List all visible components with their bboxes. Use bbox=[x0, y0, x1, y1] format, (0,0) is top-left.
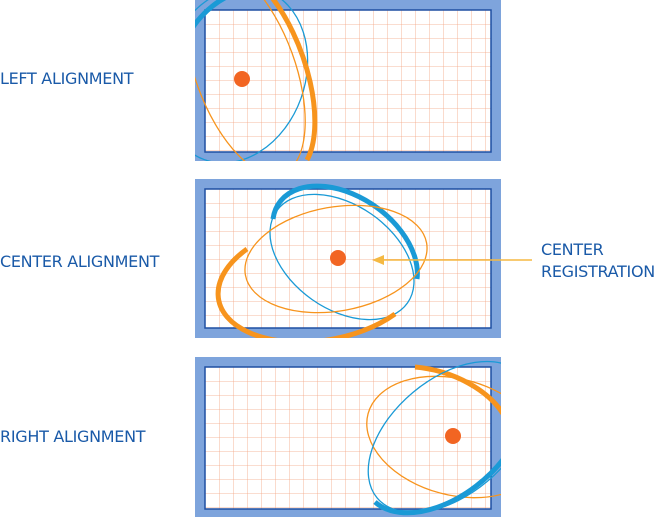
left-alignment-diagram bbox=[195, 0, 501, 161]
grid bbox=[205, 10, 491, 152]
grid bbox=[205, 367, 491, 509]
center-dot bbox=[234, 71, 250, 87]
orange-ellipse bbox=[195, 0, 306, 161]
blue-ellipse bbox=[367, 360, 501, 514]
orange-ellipse bbox=[366, 375, 501, 499]
orange-ellipse bbox=[244, 204, 428, 314]
right-alignment-panel bbox=[195, 357, 501, 517]
left-alignment-panel bbox=[195, 0, 501, 161]
center-alignment-label: CENTER ALIGNMENT bbox=[0, 252, 160, 271]
center-registration-label-line1: CENTER bbox=[541, 240, 604, 259]
grid bbox=[205, 189, 491, 328]
center-alignment-diagram bbox=[195, 179, 501, 338]
left-alignment-label: LEFT ALIGNMENT bbox=[0, 69, 134, 88]
center-alignment-panel bbox=[195, 179, 501, 338]
right-alignment-diagram bbox=[195, 357, 501, 517]
blue-ellipse bbox=[195, 0, 309, 161]
center-registration-label-line2: REGISTRATION bbox=[541, 262, 655, 281]
registration-arrow bbox=[372, 255, 532, 265]
center-dot bbox=[445, 428, 461, 444]
center-dot bbox=[330, 250, 346, 266]
right-alignment-label: RIGHT ALIGNMENT bbox=[0, 427, 146, 446]
